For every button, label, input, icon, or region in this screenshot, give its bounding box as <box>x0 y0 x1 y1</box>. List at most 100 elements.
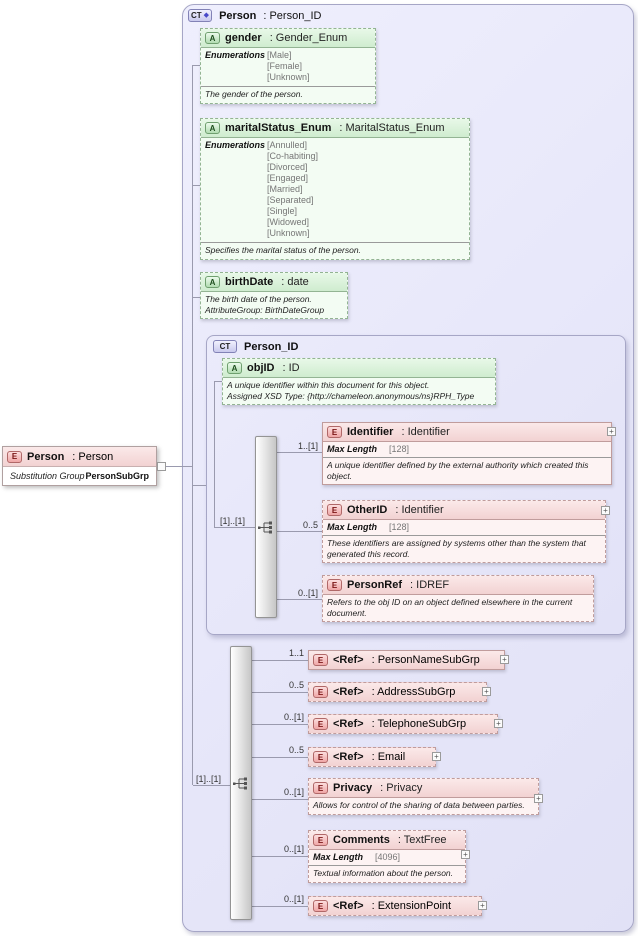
complextype-icon: CT ◆ <box>188 9 213 22</box>
element-name: Identifier <box>347 426 394 438</box>
element-privacy[interactable]: E Privacy : Privacy Allows for control o… <box>308 778 539 815</box>
connector-line <box>277 599 322 600</box>
element-ref-extensionpoint[interactable]: E <Ref> : ExtensionPoint <box>308 896 482 916</box>
a-badge-label: A <box>209 277 216 287</box>
element-name: <Ref> <box>333 718 364 730</box>
expand-button[interactable]: + <box>478 901 487 910</box>
attribute-name: gender <box>225 32 262 44</box>
derived-diamond-icon: ◆ <box>203 12 210 19</box>
element-comments-header[interactable]: E Comments : TextFree <box>309 831 465 850</box>
expand-button[interactable]: + <box>432 752 441 761</box>
sequence-compositor[interactable] <box>230 646 252 920</box>
enum-value: [Married] <box>267 184 303 194</box>
element-icon: E <box>327 426 342 438</box>
connector-line <box>214 381 222 382</box>
e-badge-label: E <box>317 752 324 762</box>
connector-line <box>251 692 308 693</box>
expand-button[interactable]: + <box>461 850 470 859</box>
connector-line <box>193 185 200 186</box>
element-name: <Ref> <box>333 686 364 698</box>
expand-button[interactable]: + <box>607 427 616 436</box>
element-personref-header[interactable]: E PersonRef : IDREF <box>323 576 593 595</box>
attribute-type: : date <box>281 276 309 288</box>
element-ref-email[interactable]: E <Ref> : Email <box>308 747 436 767</box>
cardinality-label: 0..[1] <box>283 787 304 797</box>
element-type: : TelephoneSubGrp <box>371 718 467 730</box>
element-ref-personnamesubgrp[interactable]: E <Ref> : PersonNameSubGrp <box>308 650 505 670</box>
attribute-gender[interactable]: A gender : Gender_Enum Enumerations [Mal… <box>200 28 376 104</box>
annotation-line: Assigned XSD Type: {http://chameleon.ano… <box>227 390 475 401</box>
attribute-marital-status-header[interactable]: A maritalStatus_Enum : MaritalStatus_Enu… <box>201 119 469 138</box>
annotation-text: Specifies the marital status of the pers… <box>205 245 361 255</box>
element-icon: E <box>313 834 328 846</box>
annotation-text: These identifiers are assigned by system… <box>327 538 586 559</box>
substitution-group-value: PersonSubGrp <box>85 471 149 481</box>
enum-value: [Annulled] <box>267 140 308 150</box>
element-otherid[interactable]: E OtherID : Identifier Max Length [128] … <box>322 500 606 563</box>
attribute-objid[interactable]: A objID : ID A unique identifier within … <box>222 358 496 405</box>
cardinality-label: [1]..[1] <box>220 516 246 526</box>
element-name: <Ref> <box>333 900 364 912</box>
connector-line <box>193 65 200 66</box>
attribute-name: birthDate <box>225 276 274 288</box>
attribute-type: : MaritalStatus_Enum <box>339 122 445 134</box>
connector-line <box>251 799 308 800</box>
facet-value: [128] <box>389 444 410 454</box>
attribute-objid-header[interactable]: A objID : ID <box>223 359 495 378</box>
element-person-root[interactable]: E Person : Person Substitution Group Per… <box>2 446 157 486</box>
attribute-icon: A <box>205 276 220 288</box>
attribute-birthdate[interactable]: A birthDate : date The birth date of the… <box>200 272 348 319</box>
expand-button[interactable]: + <box>494 719 503 728</box>
connector-line <box>251 906 308 907</box>
element-name: Privacy <box>333 782 373 794</box>
element-icon: E <box>313 900 328 912</box>
connector-line <box>251 757 308 758</box>
attribute-gender-header[interactable]: A gender : Gender_Enum <box>201 29 375 48</box>
expand-button[interactable]: + <box>500 655 509 664</box>
element-type: : IDREF <box>410 579 450 591</box>
element-name: PersonRef <box>347 579 403 591</box>
e-badge-label: E <box>317 687 324 697</box>
enum-value: [Unknown] <box>267 72 310 82</box>
sequence-compositor[interactable] <box>255 436 277 618</box>
e-badge-label: E <box>317 719 324 729</box>
element-identifier-header[interactable]: E Identifier : Identifier <box>323 423 611 442</box>
expand-button[interactable]: + <box>534 794 543 803</box>
connector-line <box>193 785 230 786</box>
attribute-marital-status[interactable]: A maritalStatus_Enum : MaritalStatus_Enu… <box>200 118 470 260</box>
attribute-type: : Gender_Enum <box>269 32 348 44</box>
attribute-icon: A <box>227 362 242 374</box>
facet-value: [128] <box>389 522 410 532</box>
e-badge-label: E <box>11 452 18 461</box>
collapse-handle[interactable] <box>157 462 166 471</box>
element-ref-addresssubgrp[interactable]: E <Ref> : AddressSubGrp <box>308 682 487 702</box>
substitution-group-row: Substitution Group PersonSubGrp <box>3 467 156 485</box>
element-privacy-header[interactable]: E Privacy : Privacy <box>309 779 538 798</box>
element-person-root-header[interactable]: E Person : Person <box>3 447 156 467</box>
ct-title: Person <box>219 9 257 22</box>
maxlength-facet: Max Length [4096] <box>309 850 465 866</box>
e-badge-label: E <box>331 580 338 590</box>
element-identifier[interactable]: E Identifier : Identifier Max Length [12… <box>322 422 612 485</box>
enum-values: [Male] [Female] [Unknown] <box>267 50 310 83</box>
connector-line <box>165 466 192 467</box>
element-comments[interactable]: E Comments : TextFree Max Length [4096] … <box>308 830 466 883</box>
e-badge-label: E <box>317 901 324 911</box>
element-type: : Identifier <box>395 504 444 516</box>
expand-button[interactable]: + <box>601 506 610 515</box>
annotation-text: Allows for control of the sharing of dat… <box>313 800 525 810</box>
element-type: : TextFree <box>397 834 447 846</box>
element-otherid-header[interactable]: E OtherID : Identifier <box>323 501 605 520</box>
enum-value: [Divorced] <box>267 162 308 172</box>
facet-value: [4096] <box>375 852 401 862</box>
element-type: : AddressSubGrp <box>371 686 456 698</box>
cardinality-label: 0..[1] <box>283 844 304 854</box>
sequence-icon <box>233 777 247 789</box>
facet-label: Max Length <box>327 522 378 532</box>
element-ref-telephonesubgrp[interactable]: E <Ref> : TelephoneSubGrp <box>308 714 498 734</box>
attribute-birthdate-header[interactable]: A birthDate : date <box>201 273 347 292</box>
expand-button[interactable]: + <box>482 687 491 696</box>
element-personref[interactable]: E PersonRef : IDREF Refers to the obj ID… <box>322 575 594 622</box>
cardinality-label: 0..[1] <box>297 588 318 598</box>
